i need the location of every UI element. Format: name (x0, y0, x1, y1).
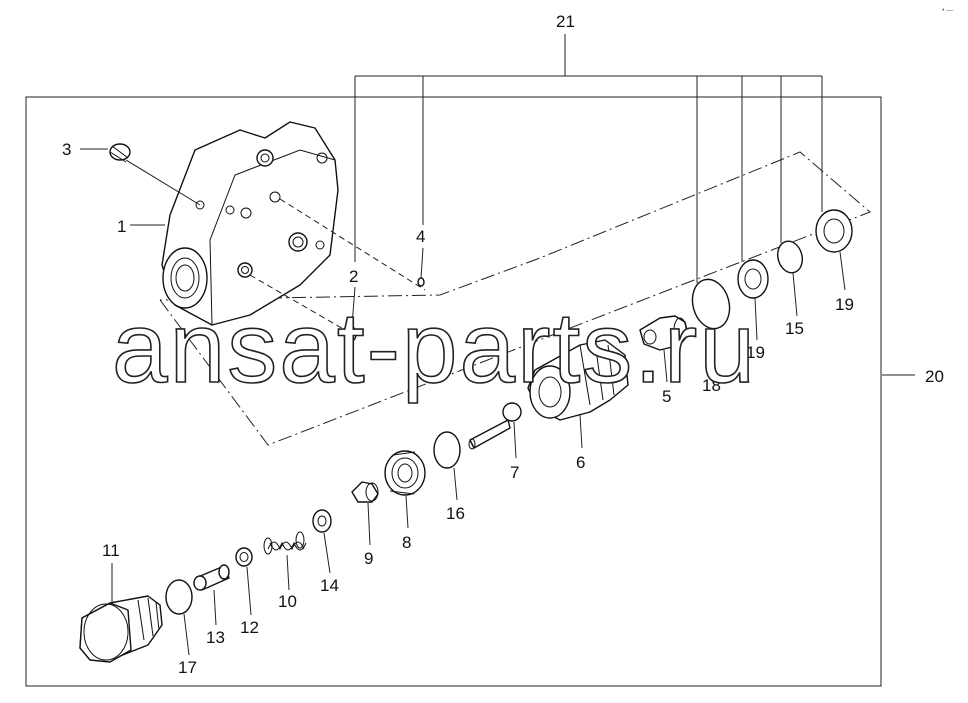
washer-14-part (312, 509, 332, 533)
spring-seat-part (384, 450, 426, 496)
callout-14: 14 (320, 576, 339, 595)
callout-4: 4 (416, 227, 425, 246)
pin-4-part (417, 277, 425, 287)
poppet-9-part (351, 481, 379, 503)
callout-12: 12 (240, 618, 259, 637)
piston-13-part (193, 564, 230, 591)
o-ring-17-part (165, 579, 193, 615)
callout-11: 11 (102, 541, 120, 560)
callout-6: 6 (576, 453, 585, 472)
callout-15: 15 (785, 319, 804, 338)
callout-18: 18 (702, 376, 721, 395)
set-screw-part (109, 143, 131, 163)
o-ring-2-part (343, 325, 357, 343)
valve-stem-part (468, 402, 522, 450)
callout-5: 5 (662, 387, 671, 406)
washer-12-part (235, 547, 253, 567)
callout-20: 20 (925, 367, 944, 386)
callout-17: 17 (178, 658, 197, 677)
callout-16: 16 (446, 504, 465, 523)
seal-ring-18-part (691, 278, 731, 330)
callout-21: 21 (556, 12, 575, 31)
seal-ring-15-part (776, 240, 804, 274)
valve-housing-part (527, 339, 629, 421)
callout-19-upper: 19 (835, 295, 854, 314)
seal-ring-19b-part (737, 259, 769, 299)
spring-10-part (263, 531, 307, 555)
watermark-text: ansat-parts.ru (112, 292, 757, 404)
valve-body-part (161, 121, 339, 326)
cap-plug-part (79, 595, 163, 663)
callout-8: 8 (402, 533, 411, 552)
callout-13: 13 (206, 628, 225, 647)
assembly-centerline (159, 151, 871, 446)
leader-lines (80, 34, 915, 656)
callout-3: 3 (62, 140, 71, 159)
corner-mark: • — (942, 7, 953, 14)
callout-2: 2 (349, 267, 358, 286)
callout-labels: 21 1 3 2 4 5 6 7 16 8 9 14 10 12 13 11 1… (62, 12, 944, 677)
seal-ring-19a-part (815, 209, 853, 253)
callout-7: 7 (510, 463, 519, 482)
assembly-frame (25, 96, 882, 687)
o-ring-16-part (433, 431, 461, 469)
callout-19-lower: 19 (746, 343, 765, 362)
callout-9: 9 (364, 549, 373, 568)
poppet-part (639, 315, 689, 351)
callout-10: 10 (278, 592, 297, 611)
callout-1: 1 (117, 217, 126, 236)
